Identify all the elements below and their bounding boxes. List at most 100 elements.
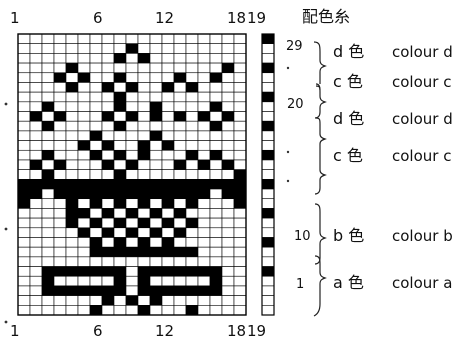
grid-cell	[173, 179, 187, 190]
grid-cell	[77, 33, 91, 44]
legend-colour-d-lower: d 色 colour d	[333, 109, 453, 128]
grid-cell	[173, 120, 187, 132]
grid-cell	[89, 101, 103, 112]
grid-cell	[125, 208, 139, 219]
grid-cell	[221, 246, 235, 258]
grid-cell	[89, 149, 103, 161]
grid-cell	[101, 140, 115, 151]
grid-cell	[149, 227, 163, 238]
grid-cell	[233, 111, 247, 122]
grid-cell	[173, 149, 187, 161]
grid-cell	[137, 208, 151, 219]
grid-cell	[125, 82, 139, 93]
grid-cell	[233, 266, 247, 277]
grid-cell	[101, 149, 115, 161]
grid-cell	[77, 198, 91, 209]
grid-cell	[77, 295, 91, 306]
side-cell	[261, 72, 275, 83]
grid-cell	[89, 120, 103, 132]
grid-cell	[29, 53, 43, 64]
grid-cell	[65, 246, 79, 258]
grid-cell	[17, 208, 31, 219]
side-cell	[261, 53, 275, 64]
grid-cell	[53, 188, 67, 200]
grid-cell	[173, 111, 187, 122]
grid-cell	[185, 111, 199, 122]
grid-cell	[197, 140, 211, 151]
grid-cell	[113, 217, 127, 229]
grid-cell	[233, 305, 247, 316]
grid-cell	[149, 266, 163, 277]
grid-cell	[221, 208, 235, 219]
bottom-column-number-6: 6	[93, 322, 103, 340]
grid-cell	[221, 120, 235, 132]
grid-cell	[197, 237, 211, 248]
side-cell	[261, 208, 275, 219]
grid-cell	[209, 208, 223, 219]
grid-cell	[65, 179, 79, 190]
grid-cell	[101, 130, 115, 141]
grid-cell	[149, 53, 163, 64]
grid-cell	[161, 111, 175, 122]
grid-cell	[113, 266, 127, 277]
grid-cell	[161, 101, 175, 112]
grid-cell	[113, 295, 127, 306]
grid-cell	[77, 159, 91, 170]
legend-braces	[313, 41, 327, 317]
grid-cell	[209, 227, 223, 238]
grid-cell	[233, 82, 247, 93]
grid-cell	[65, 149, 79, 161]
grid-cell	[161, 246, 175, 258]
grid-cell	[41, 62, 55, 74]
grid-cell	[41, 188, 55, 200]
grid-cell	[17, 82, 31, 93]
grid-cell	[125, 275, 139, 287]
grid-cell	[233, 169, 247, 180]
grid-cell	[77, 227, 91, 238]
grid-cell	[149, 82, 163, 93]
grid-cell	[173, 101, 187, 112]
grid-cell	[101, 72, 115, 83]
grid-cell	[77, 62, 91, 74]
grid-cell	[113, 72, 127, 83]
grid-cell	[53, 62, 67, 74]
grid-cell	[29, 120, 43, 132]
grid-cell	[197, 169, 211, 180]
grid-cell	[173, 217, 187, 229]
grid-cell	[209, 188, 223, 200]
grid-cell	[77, 101, 91, 112]
grid-cell	[41, 72, 55, 83]
grid-cell	[173, 237, 187, 248]
grid-cell	[233, 149, 247, 161]
grid-cell	[41, 275, 55, 287]
grid-cell	[125, 159, 139, 170]
grid-cell	[101, 275, 115, 287]
grid-cell	[125, 237, 139, 248]
grid-cell	[149, 295, 163, 306]
grid-cell	[149, 208, 163, 219]
grid-marker-dot	[4, 320, 8, 324]
yarn-colours-title: 配色糸	[302, 7, 350, 26]
grid-cell	[125, 227, 139, 238]
grid-cell	[41, 198, 55, 209]
grid-cell	[221, 256, 235, 267]
grid-cell	[89, 91, 103, 103]
grid-cell	[65, 169, 79, 180]
grid-cell	[209, 130, 223, 141]
grid-cell	[77, 149, 91, 161]
grid-cell	[77, 188, 91, 200]
grid-cell	[53, 275, 67, 287]
grid-cell	[173, 188, 187, 200]
grid-cell	[17, 140, 31, 151]
pattern-grid	[17, 33, 247, 316]
grid-cell	[77, 256, 91, 267]
grid-cell	[29, 275, 43, 287]
grid-cell	[209, 53, 223, 64]
grid-cell	[101, 159, 115, 170]
grid-cell	[161, 62, 175, 74]
grid-cell	[161, 91, 175, 103]
grid-cell	[53, 91, 67, 103]
grid-cell	[65, 217, 79, 229]
grid-cell	[209, 82, 223, 93]
grid-cell	[149, 285, 163, 296]
